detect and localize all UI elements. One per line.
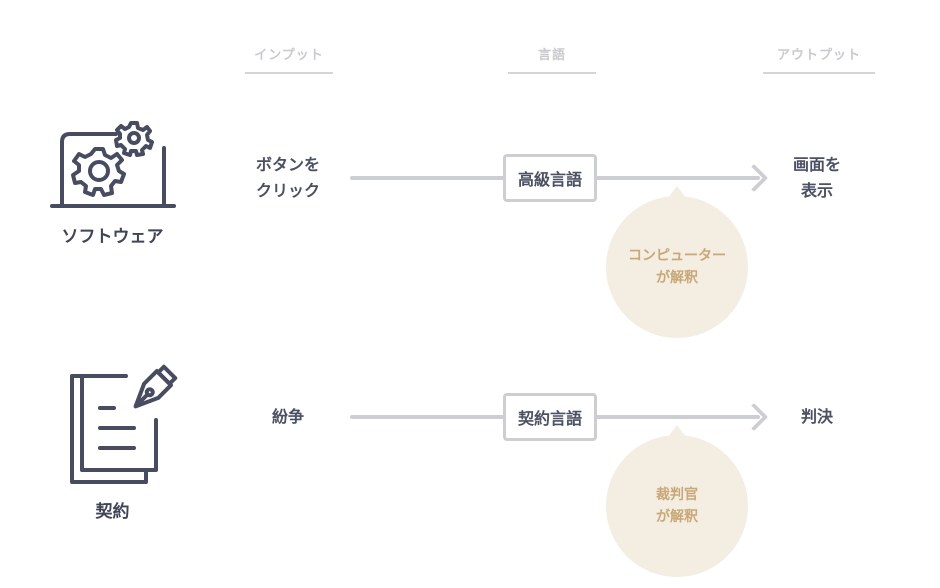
input-label-software: ボタンを クリック: [255, 155, 320, 200]
laptop-gears-icon: [50, 121, 176, 208]
output-label-software: 画面を 表示: [792, 155, 841, 200]
header-output: アウトプット: [763, 44, 875, 74]
interpreter-bubble-software: コンピューター が解釈: [606, 196, 748, 338]
contract-pen-icon: [70, 364, 178, 484]
language-box-contract: 契約言語: [503, 393, 597, 441]
arrow-head-contract: [739, 402, 769, 432]
language-box-software: 高級言語: [503, 154, 597, 202]
arrow-head-software: [739, 163, 769, 193]
bubble-tail-software: [668, 186, 686, 198]
header-language: 言語: [508, 44, 596, 74]
icon-label-software: ソフトウェア: [61, 227, 164, 247]
bubble-tail-contract: [668, 425, 686, 437]
input-label-contract: 紛争: [271, 407, 304, 426]
icon-label-contract: 契約: [95, 502, 130, 522]
output-label-contract: 判決: [800, 407, 833, 426]
header-input: インプット: [245, 44, 333, 74]
interpreter-bubble-contract: 裁判官 が解釈: [606, 435, 748, 577]
